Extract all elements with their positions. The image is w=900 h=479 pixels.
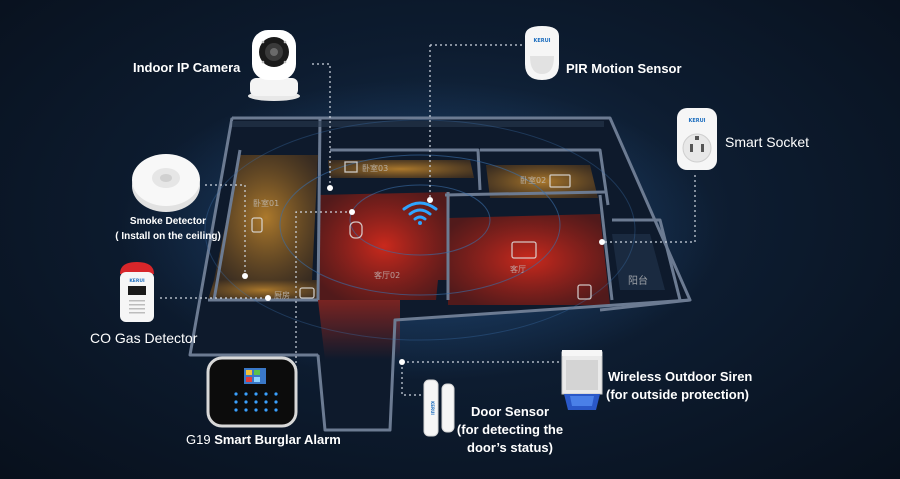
co-detector-icon: KERUI bbox=[120, 262, 154, 322]
room-label-balcony: 阳台 bbox=[628, 276, 648, 287]
door-label: Door Sensor bbox=[470, 404, 549, 419]
smoke-label: Smoke Detector bbox=[129, 216, 207, 227]
room-bedroom-01 bbox=[214, 155, 318, 280]
room-kitchen bbox=[208, 280, 320, 300]
camera-icon bbox=[248, 30, 300, 101]
room-bedroom-03 bbox=[328, 160, 474, 178]
room-living bbox=[448, 214, 610, 305]
door-brand: KERUI bbox=[430, 401, 435, 415]
alarm-label: G19 Smart Burglar Alarm bbox=[186, 432, 341, 448]
alarm-panel-icon bbox=[206, 356, 298, 428]
alarm-name: Smart Burglar Alarm bbox=[214, 432, 341, 447]
smart-socket-icon: KERUI bbox=[677, 108, 717, 170]
room-label-bedroom-03: 卧室03 bbox=[362, 164, 389, 173]
room-label-bedroom-02: 卧室02 bbox=[520, 176, 547, 185]
room-label-hall: 客厅02 bbox=[374, 271, 401, 280]
co-label: CO Gas Detector bbox=[90, 330, 198, 346]
door-sensor-icon: KERUI bbox=[423, 379, 455, 437]
socket-brand: KERUI bbox=[688, 118, 705, 124]
room-balcony bbox=[612, 234, 665, 290]
room-label-bedroom-01: 卧室01 bbox=[253, 199, 280, 208]
smoke-note: ( Install on the ceiling) bbox=[115, 231, 221, 242]
siren-label: Wireless Outdoor Siren bbox=[608, 369, 753, 384]
socket-label: Smart Socket bbox=[725, 134, 810, 150]
pir-sensor-icon: KERUI bbox=[525, 26, 559, 80]
co-brand: KERUI bbox=[129, 278, 145, 284]
siren-icon bbox=[561, 350, 603, 410]
camera-label: Indoor IP Camera bbox=[133, 60, 241, 75]
pir-label: PIR Motion Sensor bbox=[566, 61, 682, 76]
door-note-line1: (for detecting the bbox=[456, 422, 564, 437]
siren-note: (for outside protection) bbox=[606, 387, 749, 402]
door-note-line2: door’s status) bbox=[467, 440, 553, 455]
wifi-icon bbox=[402, 201, 438, 225]
alarm-model: G19 bbox=[186, 432, 211, 447]
room-label-living: 客厅 bbox=[510, 265, 526, 274]
pir-brand: KERUI bbox=[533, 38, 550, 44]
room-label-kitchen: 厨房 bbox=[274, 291, 290, 300]
smoke-detector-icon bbox=[132, 154, 200, 212]
